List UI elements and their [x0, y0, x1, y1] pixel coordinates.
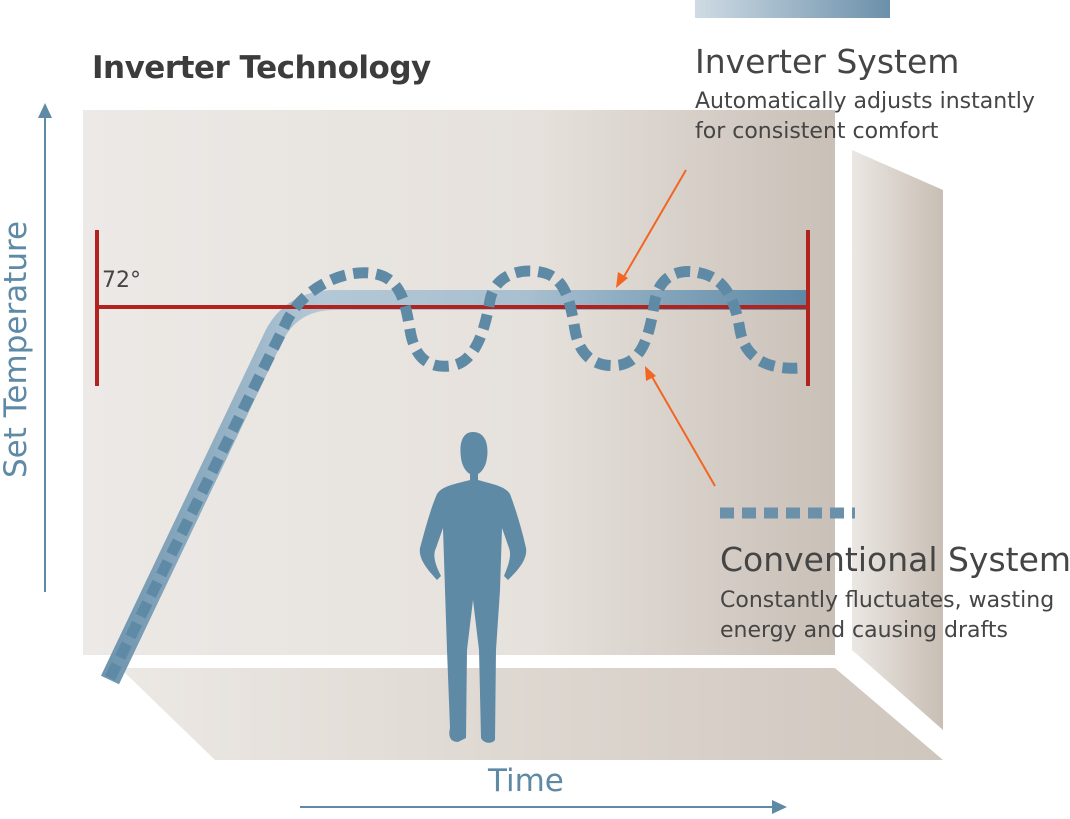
conventional-description-line2: energy and causing drafts	[720, 618, 1008, 643]
conventional-heading: Conventional System	[720, 540, 1070, 579]
set-temperature-label: 72°	[102, 268, 141, 293]
person-silhouette	[419, 432, 527, 743]
inverter-description-line1: Automatically adjusts instantly	[695, 89, 1035, 114]
inverter-legend-bar	[695, 0, 890, 18]
set-point-line	[95, 230, 810, 386]
inverter-description-line2: for consistent comfort	[695, 119, 939, 144]
y-axis-label: Set Temperature	[0, 220, 34, 478]
right-wall	[852, 150, 943, 730]
conventional-arrow	[645, 366, 716, 487]
y-axis-arrow	[38, 103, 52, 592]
floor	[120, 668, 943, 760]
inverter-arrow	[616, 169, 687, 288]
x-axis-label: Time	[488, 763, 564, 799]
x-axis-arrow	[300, 800, 787, 814]
conventional-description-line1: Constantly fluctuates, wasting	[720, 588, 1055, 613]
inverter-heading: Inverter System	[695, 42, 960, 81]
conventional-system-line	[105, 265, 801, 681]
page-title: Inverter Technology	[92, 50, 431, 86]
